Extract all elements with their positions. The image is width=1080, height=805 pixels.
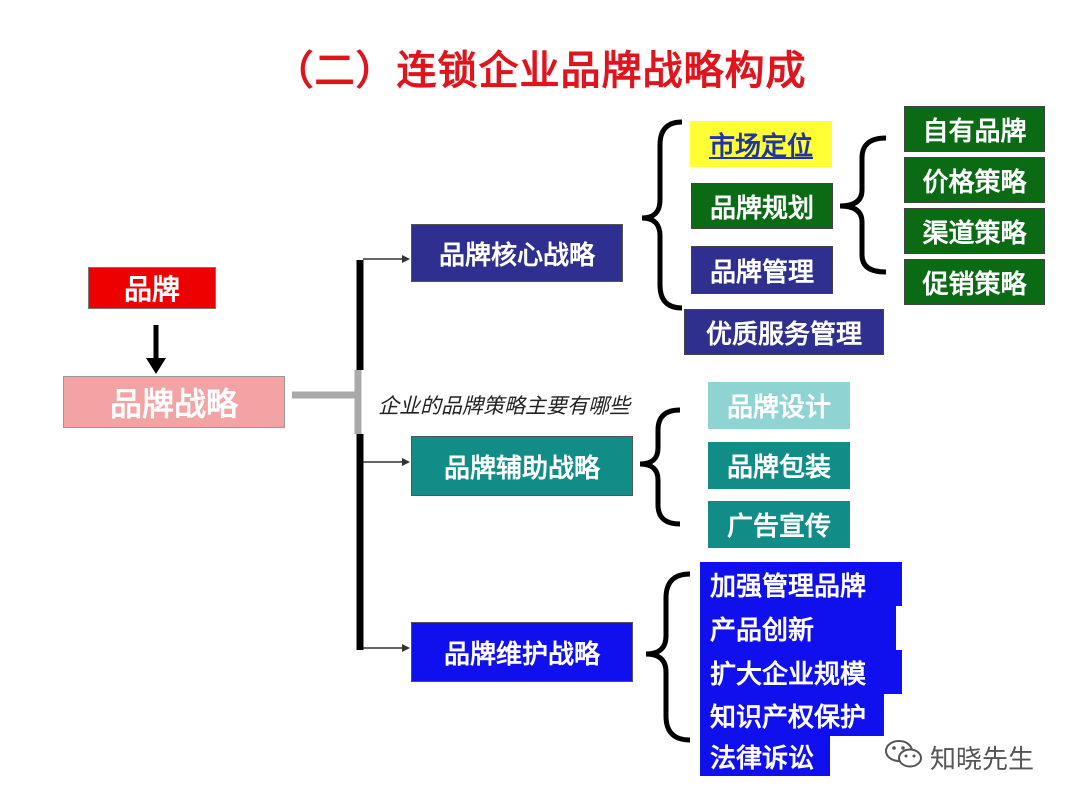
down-arrow-head [146,358,166,374]
planning-sub-channel: 渠道策略 [904,208,1045,254]
arrow-aux-head [402,458,410,466]
maint-item-ip-protection: 知识产权保护 [700,694,884,736]
brace-aux [639,407,681,527]
brace-maint [645,571,691,743]
brace-core [641,119,683,311]
maint-item-expand-scale: 扩大企业规模 [700,650,902,694]
maint-item-litigation: 法律诉讼 [700,736,830,776]
root-node: 品牌 [88,267,216,309]
branch-auxiliary: 品牌辅助战略 [411,436,633,496]
watermark-text: 知晓先生 [930,745,1035,775]
overlay-caption: 企业的品牌策略主要有哪些 [378,394,630,418]
arrow-maint-head [402,644,410,652]
planning-sub-own-brand: 自有品牌 [904,106,1045,152]
wechat-icon [884,738,924,777]
brace-planning [839,135,887,275]
branch-core: 品牌核心战略 [411,224,623,282]
arrow-core-head [402,255,410,263]
aux-item-brand-packaging: 品牌包装 [708,442,850,489]
core-item-brand-management: 品牌管理 [691,246,833,294]
core-item-quality-service: 优质服务管理 [684,309,884,355]
slide-title: （二）连锁企业品牌战略构成 [273,47,807,94]
aux-item-brand-design: 品牌设计 [708,382,850,429]
planning-sub-promotion: 促销策略 [904,259,1045,305]
watermark: 知晓先生 [884,738,1034,777]
maint-item-strengthen-management: 加强管理品牌 [700,562,902,606]
strategy-node: 品牌战略 [63,376,285,428]
branch-maintenance: 品牌维护战略 [411,622,633,682]
core-item-market-position: 市场定位 [690,121,832,167]
aux-item-advertising: 广告宣传 [708,501,850,548]
core-item-brand-planning: 品牌规划 [691,183,833,229]
planning-sub-pricing: 价格策略 [904,157,1045,203]
maint-item-product-innovation: 产品创新 [700,606,896,650]
